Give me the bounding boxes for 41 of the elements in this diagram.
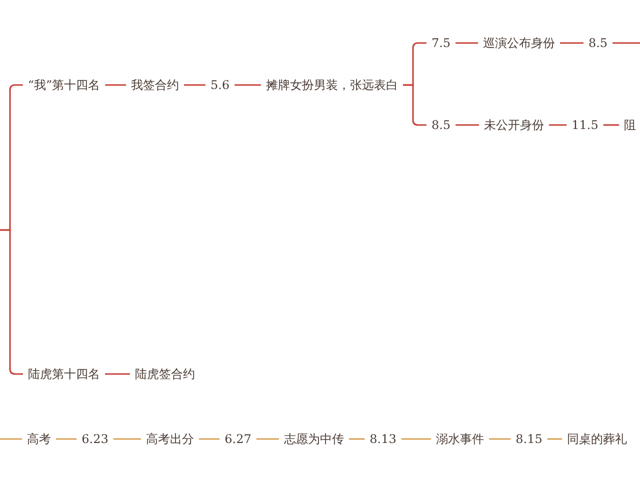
- topic-text: 阻: [624, 117, 636, 133]
- connector-line: [0, 438, 22, 440]
- connector-line: [234, 84, 261, 86]
- topic-text: 8.13: [370, 431, 396, 447]
- topic-text: 6.27: [224, 431, 252, 447]
- topic-text: 6.23: [82, 431, 108, 447]
- topic-text: 5.6: [210, 77, 230, 93]
- topic-text: 8.5: [431, 117, 451, 133]
- connector-line: [256, 438, 279, 440]
- connector-line: [184, 84, 206, 86]
- connector-line: [489, 438, 511, 440]
- topic-text: 摊牌女扮男装，张远表白: [266, 77, 398, 93]
- topic-text: 8.15: [516, 431, 542, 447]
- connector-line: [549, 124, 567, 126]
- topic-text: 高考出分: [146, 431, 194, 447]
- connector-line: [401, 438, 431, 440]
- connector-line: [105, 84, 126, 86]
- connector-line: [612, 42, 640, 44]
- topic-text: 同桌的葬礼: [567, 431, 627, 447]
- connector-line: [105, 373, 130, 375]
- connector-line: [56, 438, 77, 440]
- topic-text: 11.5: [572, 117, 598, 133]
- connector-line: [456, 42, 478, 44]
- topic-text: 陆虎签合约: [135, 366, 195, 382]
- topic-text: 溺水事件: [436, 431, 484, 447]
- connector-line: [547, 438, 562, 440]
- connector-line: [603, 124, 619, 126]
- topic-text: 巡演公布身份: [483, 35, 555, 51]
- topic-text: “我”第十四名: [28, 77, 100, 93]
- topic-text: 陆虎第十四名: [28, 366, 100, 382]
- connector-line: [349, 438, 365, 440]
- topic-text: 7.5: [431, 35, 451, 51]
- topic-text: 高考: [27, 431, 51, 447]
- connector-line: [199, 438, 220, 440]
- connector-line: [113, 438, 141, 440]
- topic-text: 未公开身份: [484, 117, 544, 133]
- connector-line: [456, 124, 479, 126]
- topic-text: 志愿为中传: [284, 431, 344, 447]
- topic-text: 8.5: [588, 35, 608, 51]
- topic-text: 我签合约: [131, 77, 179, 93]
- connector-line: [560, 42, 584, 44]
